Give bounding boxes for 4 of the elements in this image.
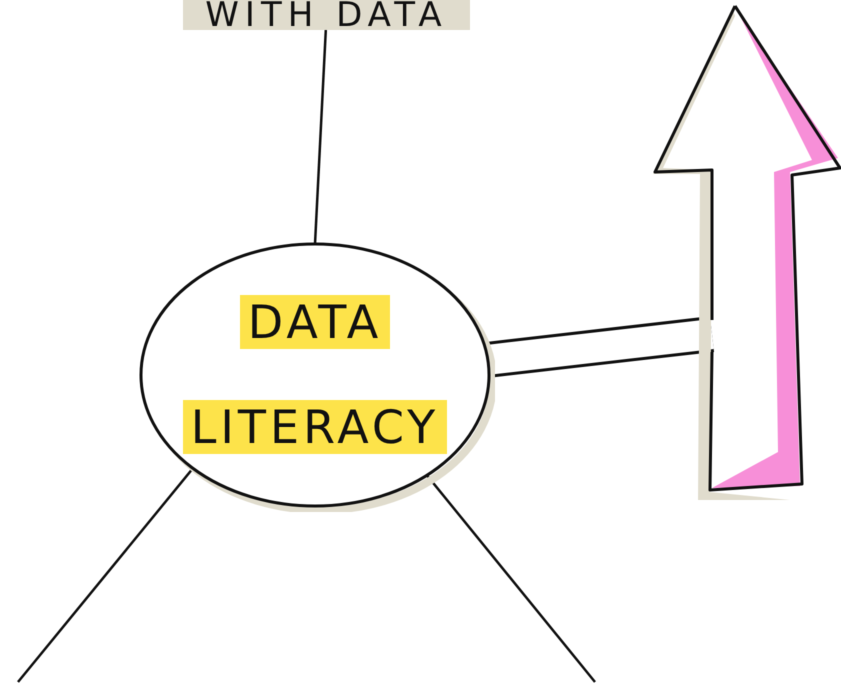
heading-band: WITH DATA <box>183 0 470 30</box>
connector-line <box>314 30 328 244</box>
connector-line <box>426 474 596 683</box>
connector-line <box>17 468 194 683</box>
